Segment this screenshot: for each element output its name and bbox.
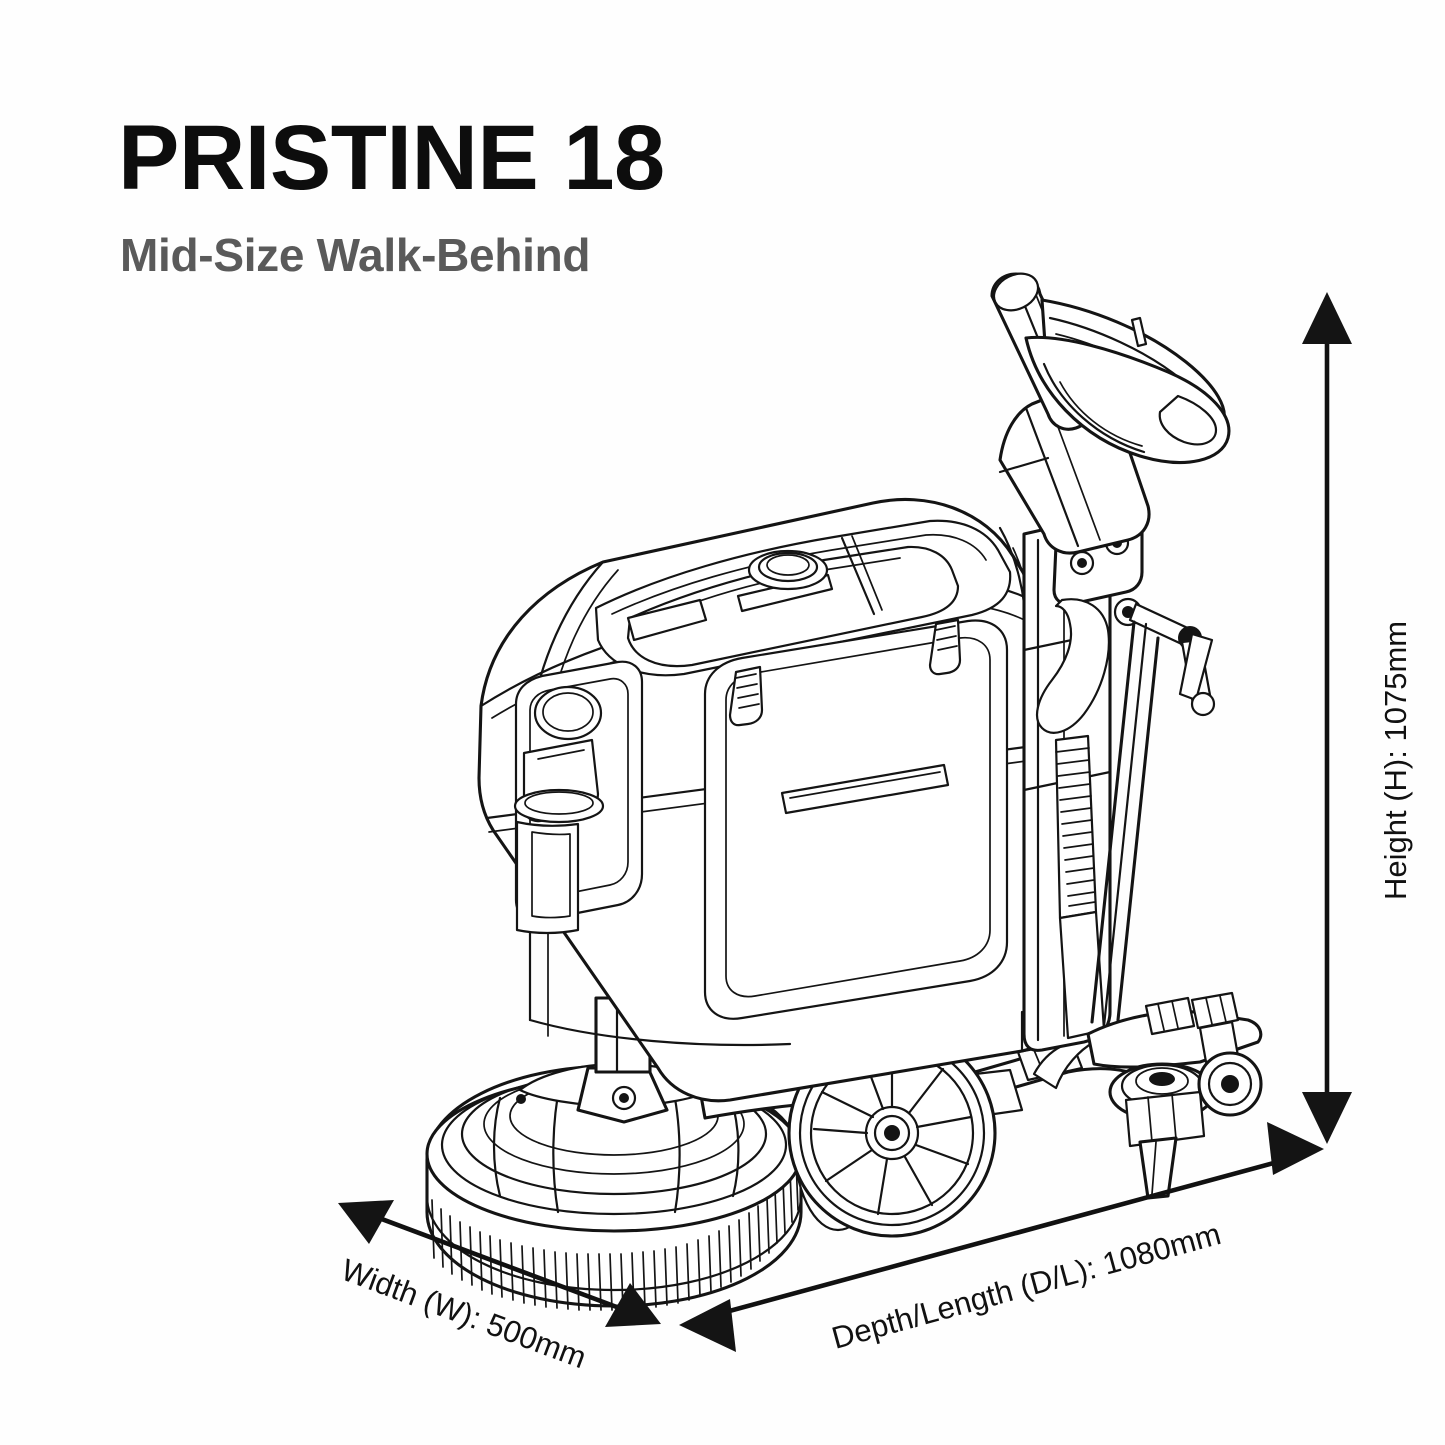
height-dimension-label: Height (H): 1075mm: [1378, 620, 1413, 900]
height-arrow-up: [1302, 292, 1352, 344]
solution-tank-body: [477, 497, 1066, 1103]
dimension-height: [1302, 292, 1352, 1144]
caster-wheel: [1197, 1020, 1263, 1117]
side-recess-panel: [703, 619, 1009, 1020]
lid-latch-posts: [728, 618, 962, 727]
tank-lid: [594, 519, 1012, 677]
squeegee-assembly: [1086, 991, 1263, 1200]
width-arrow-right: [605, 1283, 661, 1327]
wheel-spokes: [812, 1050, 973, 1216]
depth-arrow-left: [679, 1299, 736, 1352]
width-arrow-left: [338, 1200, 394, 1244]
height-arrow-down: [1302, 1092, 1352, 1144]
lever-linkage: [1090, 597, 1216, 1028]
page-subtitle: Mid-Size Walk-Behind: [120, 229, 591, 281]
fill-cap: [747, 549, 829, 591]
title-block: PRISTINE 18 Mid-Size Walk-Behind: [118, 112, 1018, 278]
dimension-depth: [679, 1122, 1324, 1352]
depth-arrow-right: [1267, 1122, 1324, 1175]
front-recess-panel: [513, 660, 644, 935]
control-handle: [990, 272, 1231, 464]
hose-corrugations: [1055, 747, 1096, 907]
dimension-width: [338, 1200, 661, 1327]
page-title: PRISTINE 18: [118, 107, 665, 209]
vacuum-hose: [1035, 598, 1110, 1040]
